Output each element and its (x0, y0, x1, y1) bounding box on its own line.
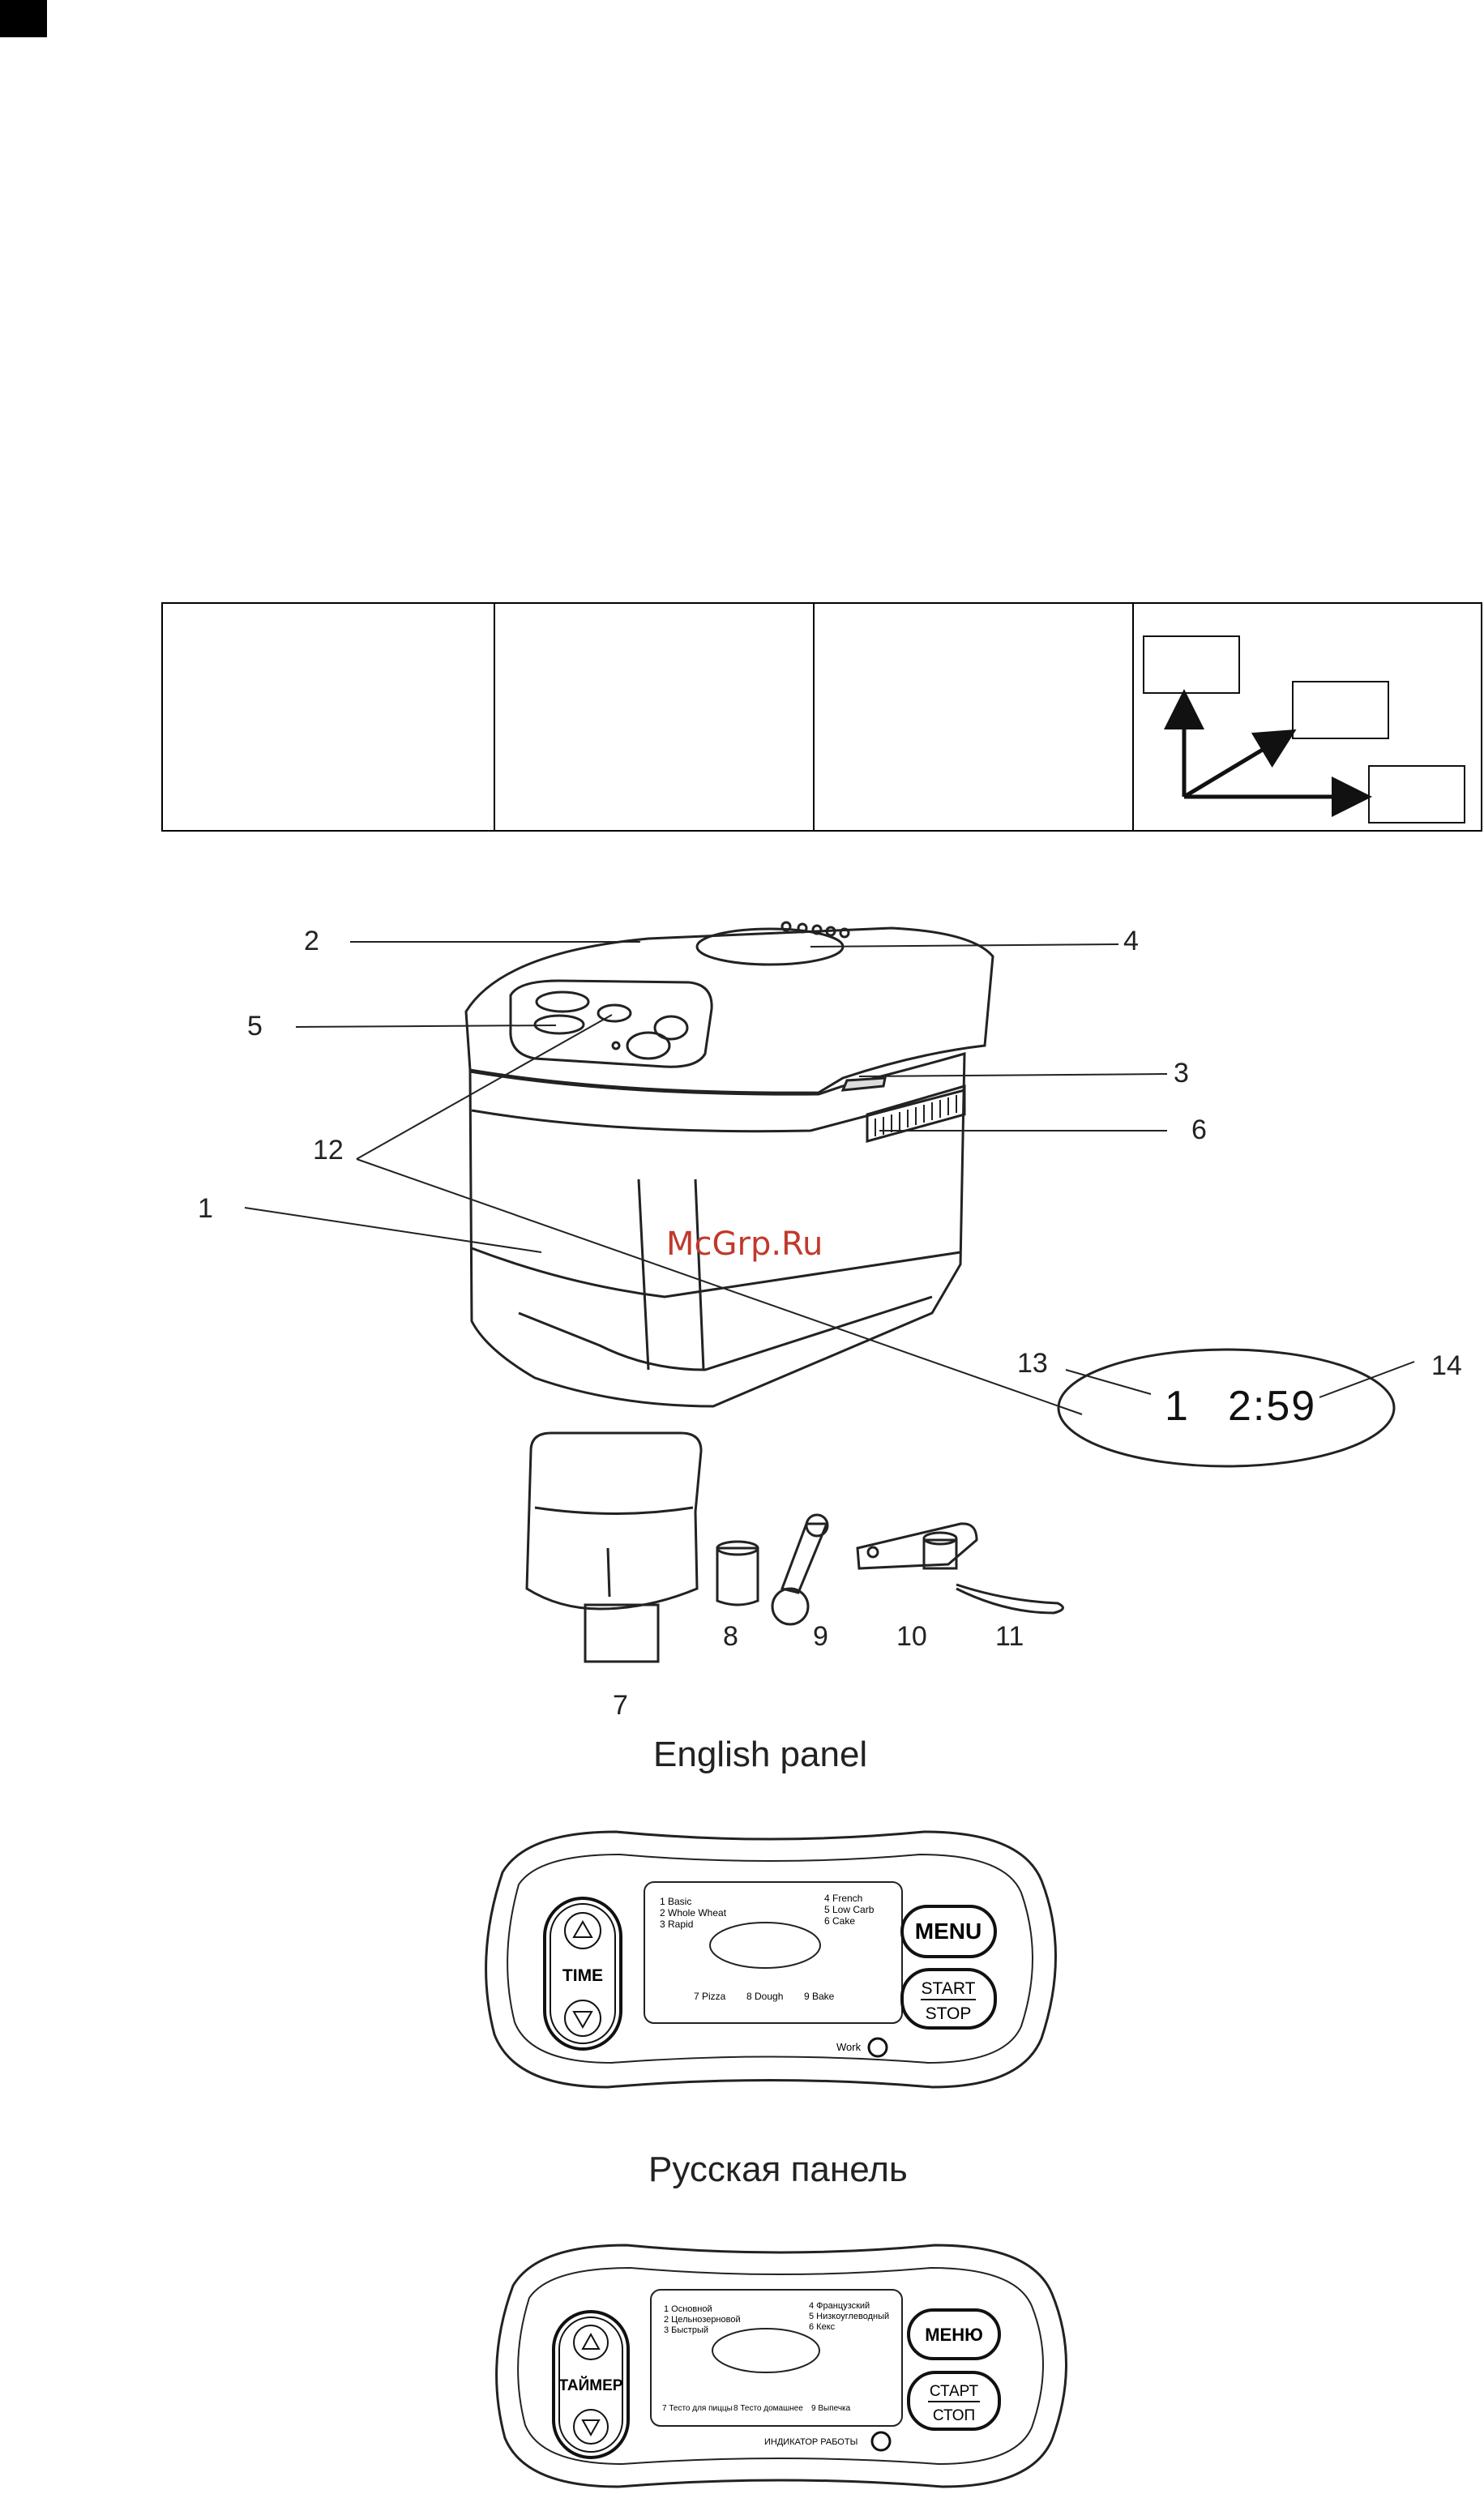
callout-8: 8 (723, 1621, 738, 1652)
body (468, 1052, 966, 1408)
program-window (650, 2289, 903, 2427)
callout-14: 14 (1431, 1350, 1462, 1381)
menu-label: МЕНЮ (925, 2325, 983, 2345)
english-panel-caption: English panel (653, 1735, 868, 1774)
table-cell-4 (1134, 604, 1481, 830)
kneading-blade (856, 1522, 978, 1570)
display-time: 2:59 (1228, 1383, 1317, 1430)
table-cell-3 (815, 604, 1134, 830)
table-cell-2 (495, 604, 815, 830)
program-8: 8 Dough (746, 1991, 783, 2002)
time-down-button[interactable] (564, 2000, 601, 2037)
callout-13: 13 (1017, 1348, 1048, 1379)
program-6: 6 Кекс (809, 2322, 836, 2332)
corner-mark (0, 0, 47, 37)
lcd-display (712, 2328, 820, 2373)
callout-10: 10 (896, 1621, 927, 1652)
program-9: 9 Bake (804, 1991, 835, 2002)
baking-pan (525, 1431, 703, 1611)
callout-3: 3 (1174, 1058, 1189, 1089)
callout-12: 12 (313, 1135, 344, 1166)
work-indicator-label: ИНДИКАТОР РАБОТЫ (764, 2437, 857, 2447)
callout-9: 9 (813, 1621, 828, 1652)
callout-11: 11 (995, 1621, 1024, 1652)
program-window (644, 1881, 903, 2024)
box-top-left (1143, 635, 1240, 694)
start-stop-button[interactable] (907, 2371, 1001, 2431)
program-1: 1 Basic (660, 1896, 691, 1907)
program-5: 5 Низкоуглеводный (809, 2312, 889, 2321)
measuring-spoon (956, 1583, 1064, 1615)
triangle-up-icon (581, 2332, 601, 2350)
russian-control-panel: ТАЙМЕР 1 Основной 2 Цельнозерновой 3 Быс… (495, 2244, 1067, 2488)
program-8: 8 Тесто домашнее (733, 2404, 803, 2413)
table-cell-1 (163, 604, 495, 830)
english-control-panel: TIME 1 Basic 2 Whole Wheat 3 Rapid 4 Fre… (485, 1830, 1057, 2089)
callout-6: 6 (1191, 1114, 1207, 1145)
work-indicator-label: Work (836, 2041, 862, 2053)
program-4: 4 French (824, 1893, 862, 1904)
start-label: СТАРТ (930, 2383, 979, 2400)
time-button-group[interactable] (543, 1897, 622, 2051)
program-6: 6 Cake (824, 1915, 855, 1927)
callout-5: 5 (247, 1011, 263, 1042)
display-program: 1 (1165, 1383, 1190, 1430)
program-3: 3 Rapid (660, 1919, 693, 1930)
kneading-hook (771, 1587, 810, 1626)
program-3: 3 Быстрый (664, 2325, 708, 2335)
start-stop-button[interactable] (900, 1968, 997, 2030)
lid (464, 926, 994, 1094)
triangle-up-icon (572, 1920, 593, 1938)
lid-control-panel (509, 979, 713, 1068)
triangle-down-icon (581, 2419, 601, 2437)
pan-base (584, 1603, 660, 1663)
russian-panel-caption: Русская панель (648, 2150, 908, 2189)
box-bottom-right (1368, 765, 1465, 823)
program-9: 9 Выпечка (811, 2404, 851, 2413)
timer-label: ТАЙМЕР (559, 2376, 623, 2394)
work-indicator-light (867, 2037, 888, 2058)
timer-down-button[interactable] (573, 2409, 609, 2445)
side-vents (866, 1084, 966, 1143)
arrow-diagonal (1182, 729, 1297, 799)
display-ellipse (1057, 1348, 1396, 1468)
box-middle (1292, 681, 1389, 739)
time-label: TIME (562, 1966, 603, 1985)
menu-label: MENU (915, 1919, 981, 1944)
header-table (161, 602, 1482, 832)
start-label: START (922, 1979, 976, 1998)
program-4: 4 Французский (809, 2301, 870, 2311)
program-2: 2 Цельнозерновой (664, 2315, 741, 2325)
timer-up-button[interactable] (573, 2325, 609, 2360)
watermark: McGrp.Ru (666, 1226, 823, 1263)
callout-1: 1 (198, 1193, 213, 1224)
hook-handle (780, 1522, 829, 1594)
stop-label: STOP (926, 2004, 972, 2023)
lid-handle (840, 1076, 887, 1092)
callout-7: 7 (613, 1690, 628, 1721)
program-1: 1 Основной (664, 2304, 712, 2314)
arrows-diagram (1143, 635, 1465, 823)
lcd-display (709, 1922, 821, 1969)
triangle-down-icon (572, 2011, 593, 2029)
work-indicator-light (870, 2431, 892, 2452)
program-7: 7 Pizza (694, 1991, 726, 2002)
program-7: 7 Тесто для пиццы (662, 2404, 733, 2413)
program-5: 5 Low Carb (824, 1904, 875, 1915)
measuring-cup (716, 1546, 759, 1606)
callout-2: 2 (304, 926, 319, 956)
bread-maker-illustration (244, 921, 1415, 1663)
callout-4: 4 (1123, 926, 1139, 956)
menu-button[interactable] (907, 2308, 1001, 2360)
stop-label: СТОП (933, 2407, 975, 2424)
time-up-button[interactable] (564, 1912, 601, 1949)
timer-button-group[interactable] (552, 2310, 630, 2459)
program-2: 2 Whole Wheat (660, 1907, 727, 1919)
menu-button[interactable] (900, 1905, 997, 1958)
